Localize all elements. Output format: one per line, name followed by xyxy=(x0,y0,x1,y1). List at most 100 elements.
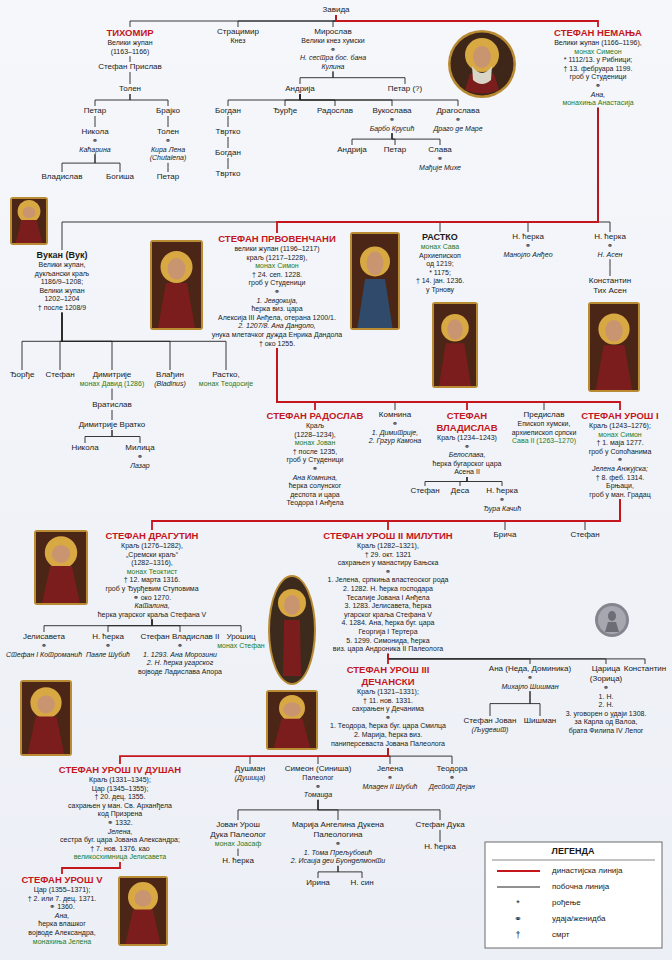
person-detail: монах Стефан xyxy=(217,642,265,651)
person-detail: † 2. или 7. дец. 1371. xyxy=(21,895,102,904)
person-name: Урошиц xyxy=(217,632,265,642)
portrait-icon xyxy=(270,577,314,683)
person-detail: † 24. сеп. 1228. xyxy=(212,271,342,280)
person-detail: † 11. нов. 1331. xyxy=(321,697,456,706)
collateral-line xyxy=(112,410,113,420)
person-name: Брајко xyxy=(156,106,180,116)
portrait-icon xyxy=(37,695,55,713)
person-detail: паниперсеваста Јована Палеолога xyxy=(321,740,456,749)
person-name: СТЕФАН НЕМАЊА xyxy=(554,27,642,39)
person-detail: Каталина, xyxy=(98,602,207,611)
person-name: Завида xyxy=(322,5,349,15)
person-detail: сахрањен у манастиру Бањска xyxy=(323,559,452,568)
portrait-icon xyxy=(350,232,400,330)
person-detail: виз. цара Андроника II Палеолога xyxy=(323,645,452,654)
person-entry: Константин xyxy=(624,664,667,674)
legend-sample-line xyxy=(497,886,540,887)
person-detail: Михајло Шишман xyxy=(489,683,571,692)
person-name: Твртко xyxy=(216,169,241,179)
person-entry: Ђурђе xyxy=(273,106,297,116)
person-entry: Н. син xyxy=(350,878,373,888)
person-detail: 1. Н. xyxy=(566,693,647,702)
person-detail: ћерка виз. цара xyxy=(212,305,342,314)
portrait-icon xyxy=(128,882,158,912)
person-name: Петар xyxy=(384,145,406,155)
collateral-line xyxy=(238,15,336,27)
person-detail: ⚭ xyxy=(86,642,130,651)
person-entry: Стефан xyxy=(45,370,74,380)
person-name: Стефан Владислав II xyxy=(138,632,222,642)
person-detail: 2. Н. xyxy=(566,701,647,710)
person-entry: МирославВелики кнез хумски⚭Н. сестра бос… xyxy=(300,27,366,71)
person-detail: брата Филипа IV Лепог xyxy=(566,727,647,736)
person-detail: Епископ хумски, xyxy=(512,420,577,429)
portrait-icon xyxy=(266,690,318,750)
person-entry: Петар xyxy=(84,106,106,116)
person-detail: монах Симон xyxy=(581,431,658,440)
person-name: Андрија xyxy=(285,84,315,94)
person-name: СТЕФАН УРОШ II МИЛУТИН xyxy=(323,530,452,542)
person-detail: Палеологина xyxy=(291,830,386,840)
person-name: Твртко xyxy=(216,127,241,137)
collateral-line xyxy=(352,133,392,145)
collateral-line xyxy=(168,116,169,127)
person-detail: Краљ (1234–1243) xyxy=(426,434,508,443)
collateral-line xyxy=(392,133,440,145)
person-detail: ⚭ xyxy=(125,453,154,462)
person-name: СТЕФАН ПРВОВЕНЧАНИ xyxy=(212,233,342,245)
person-name: Н. ћерка xyxy=(222,856,254,866)
person-name: СТЕФАН РАДОСЛАВ xyxy=(267,410,364,422)
person-name: Вукослава xyxy=(370,106,415,116)
person-entry: Стефан xyxy=(570,530,599,540)
person-name: СТЕФАН ВЛАДИСЛАВ xyxy=(426,410,508,434)
person-entry: Ирина xyxy=(306,878,330,888)
portrait-icon xyxy=(473,46,491,68)
legend-text: династијска линија xyxy=(552,866,623,876)
person-detail: ⚭ xyxy=(6,642,82,651)
person-detail: Велики жупан xyxy=(106,39,153,48)
person-entry: СтрацимирКнез xyxy=(217,27,259,46)
person-detail: ћерка солунског xyxy=(267,482,364,491)
person-entry: Јелена⚭Младен II Шубић xyxy=(363,764,418,791)
person-entry: Милица⚭Лазар xyxy=(125,443,154,470)
person-entry: Владислав xyxy=(42,172,83,182)
person-entry: Н. ћерка⚭Н. Асен xyxy=(594,232,626,259)
person-detail: (Bladinus) xyxy=(154,380,186,389)
collateral-line xyxy=(300,71,333,84)
person-name: Ђурђе xyxy=(273,106,297,116)
person-detail: ⚭ око 1270. xyxy=(98,594,207,603)
person-detail: од 1219; xyxy=(416,260,464,269)
person-detail: ћерка угарског краља Стефана V xyxy=(98,611,207,620)
legend-title: ЛЕГЕНДА xyxy=(552,846,595,857)
collateral-line xyxy=(277,348,395,410)
portrait-icon xyxy=(120,878,166,944)
person-detail: † 7. нов. 1376. као xyxy=(59,845,181,854)
person-name: СТЕФАН УРОШ I xyxy=(581,410,658,422)
portrait-icon xyxy=(451,33,514,96)
person-name: Стефан Дука xyxy=(415,820,464,830)
person-name: Слава xyxy=(419,145,461,155)
collateral-line xyxy=(610,259,611,276)
person-detail: Велики жупан xyxy=(35,287,89,296)
person-detail: † око 1255. xyxy=(212,340,342,349)
person-detail: Брњаци, xyxy=(581,482,658,491)
person-entry: Јелисавета⚭Стефан I Котроманић xyxy=(6,632,82,659)
portrait-icon xyxy=(367,252,384,276)
portrait-icon xyxy=(434,304,476,386)
legend-frame xyxy=(485,842,662,948)
person-detail: ⚭ xyxy=(370,116,415,125)
portrait-icon xyxy=(168,258,186,280)
person-detail: Лазар xyxy=(125,462,154,471)
person-name: Димитрије Вратко xyxy=(79,420,146,430)
person-detail: ⚭ xyxy=(433,116,482,125)
portrait-icon xyxy=(448,30,516,98)
collateral-line xyxy=(238,849,239,856)
person-name: Драгослава xyxy=(433,106,482,116)
person-detail: сестра буг. цара Јована Александра; xyxy=(59,836,181,845)
portrait-icon xyxy=(278,589,306,617)
dynastic-line xyxy=(152,499,620,530)
collateral-line xyxy=(490,691,530,716)
person-detail: дукљански краљ xyxy=(35,270,89,279)
person-detail: ⚭ xyxy=(566,684,647,693)
person-detail: 2. Марија, ћерка виз. xyxy=(321,731,456,740)
